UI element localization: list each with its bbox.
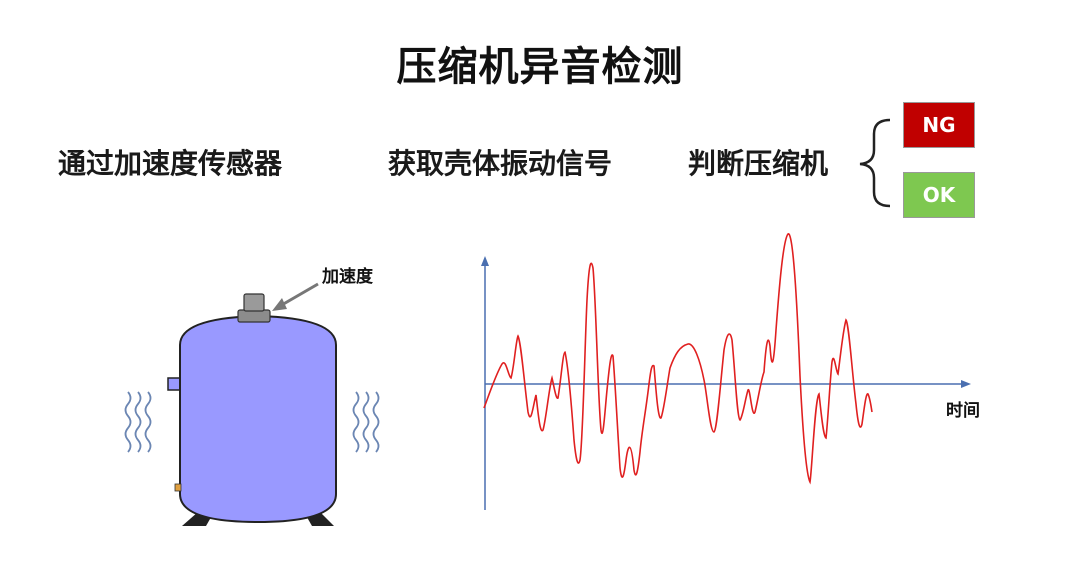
step-signal-text: 获取壳体振动信号 [388, 147, 613, 180]
result-ok-badge: OK [903, 172, 975, 218]
sensor-pointer-arrow [272, 282, 319, 311]
x-axis-label: 时间 [946, 400, 980, 421]
vibration-signal-line [483, 233, 873, 485]
signal-axes [481, 256, 971, 510]
result-ng-badge: NG [903, 102, 975, 148]
step-judge-text: 判断压缩机 [688, 147, 829, 180]
step-sensor-text: 通过加速度传感器 [58, 147, 283, 180]
vibration-waves-left-icon [124, 391, 152, 453]
compressor-illustration [167, 293, 337, 526]
decision-brace [859, 118, 891, 208]
accelerometer-sensor [243, 293, 265, 312]
page-title: 压缩机异音检测 [396, 44, 684, 90]
compressor-body [179, 314, 337, 524]
vibration-waves-right-icon [352, 391, 380, 453]
sensor-label: 加速度 [321, 266, 374, 287]
sensor-base [237, 309, 271, 323]
